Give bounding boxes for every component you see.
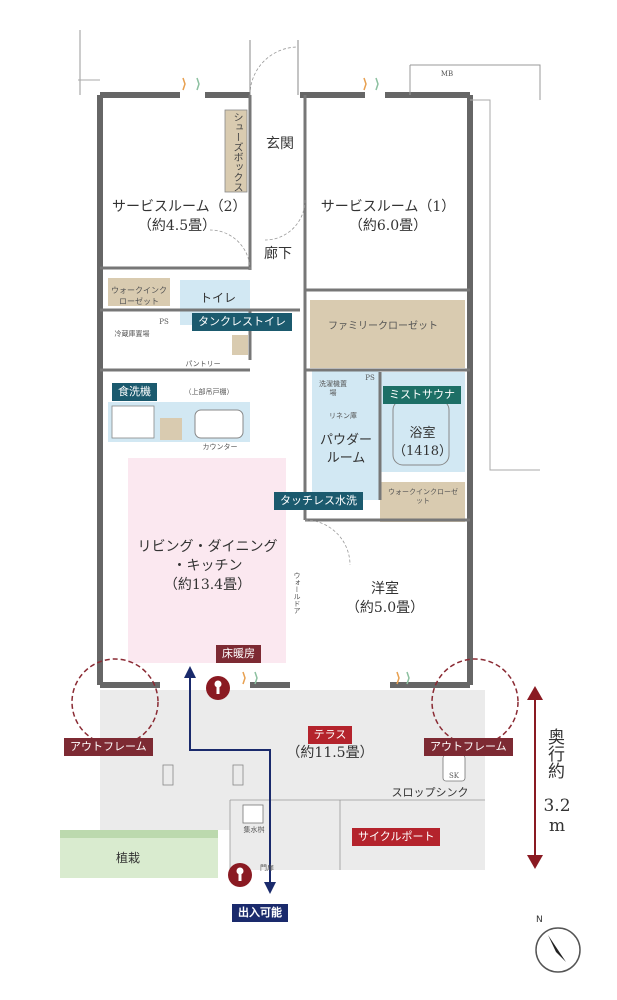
top-cabinet-label: （上部吊戸棚） [184, 388, 234, 396]
depth-label: 奥行約 [544, 728, 564, 779]
vent-marks [182, 77, 410, 685]
depth-value: 3.2 m [543, 796, 571, 836]
counter-label: カウンター [202, 443, 238, 451]
left-frame [78, 79, 540, 471]
fridge-space-label: 冷蔵庫置場 [114, 330, 150, 338]
powder-room-label: パウダー ルーム [319, 433, 372, 466]
terrace-label: テラス （約11.5畳） [286, 726, 374, 761]
mist-sauna-tag: ミストサウナ [383, 386, 461, 404]
service-room-1-label: サービスルーム（1） （約6.0畳） [320, 199, 456, 234]
entrance-label: 玄関 [266, 136, 294, 152]
ldk-label: リビング・ダイニング ・キッチン （約13.4畳） [137, 539, 278, 593]
toilet-label: トイレ [199, 291, 236, 305]
dishwasher-box [160, 418, 182, 440]
slop-sink-label: スロップシンク [391, 786, 469, 799]
depth-arrow [527, 686, 543, 869]
compass-north-label: N [536, 915, 543, 925]
bicycle-port-tag: サイクルポート [352, 828, 441, 846]
entry-arrow-down [264, 882, 276, 894]
pantry-label: パントリー [185, 360, 221, 368]
service-room-2-label: サービスルーム（2） （約4.5畳） [112, 199, 247, 234]
planting-label: 植栽 [115, 851, 140, 865]
collection-sink-box [242, 804, 264, 824]
corridor-label: 廊下 [264, 246, 292, 262]
touchless-faucet-tag: タッチレス水洗 [274, 492, 363, 510]
outframe-left-tag: アウトフレーム [64, 738, 153, 756]
cooktop [111, 405, 155, 439]
planting-edge [60, 830, 218, 838]
outframe-right-tag: アウトフレーム [424, 738, 513, 756]
ps-left-label: PS [159, 318, 169, 326]
door-swings [209, 46, 351, 566]
powder-room-area [312, 370, 380, 500]
terrace-divider [229, 799, 485, 870]
walkin-closet-left [108, 278, 170, 306]
family-closet-label: ファミリークローゼット [328, 321, 438, 332]
linen-label: リネン庫 [329, 412, 357, 420]
dishwasher-tag: 食洗機 [112, 383, 157, 401]
keyhole-marker-top [206, 676, 230, 700]
walkin-closet-right-label: ウォークインクローゼット [388, 488, 458, 506]
pantry-box [232, 335, 248, 355]
terrace-chairs [162, 764, 244, 786]
shoe-box-label: シューズボックス [231, 112, 242, 192]
washer-space-label: 洗濯機置場 [319, 380, 347, 398]
walkin-closet-left-label: ウォークインクローゼット [111, 286, 167, 306]
shoe-box [224, 109, 248, 193]
sk-label: SK [448, 772, 460, 780]
entrance-stub [249, 40, 299, 95]
western-room-label: 洋室 （約5.0畳） [345, 581, 425, 616]
entry-possible-tag: 出入可能 [232, 904, 288, 922]
top-railing [79, 30, 541, 100]
entry-path [189, 670, 271, 890]
inner-walls [100, 95, 470, 522]
kitchen-sink [194, 409, 244, 439]
tankless-toilet-tag: タンクレストイレ [192, 313, 292, 331]
mb-label: MB [440, 70, 454, 78]
collection-sink-label: 集水桝 [243, 826, 265, 834]
bathroom-label: 浴室 （1418） [392, 426, 453, 459]
wall-door-label: ウォールドア [293, 572, 301, 614]
entry-arrow-up [184, 666, 196, 678]
terrace-tag: テラス [307, 726, 353, 744]
keyhole-marker-bottom [228, 863, 252, 887]
walls [97, 92, 473, 688]
family-closet [310, 300, 465, 368]
windows [180, 92, 390, 688]
compass-icon [535, 927, 581, 973]
gate-label: 門扉 [260, 864, 274, 872]
floor-heating-tag: 床暖房 [216, 645, 261, 663]
walkin-closet-right [380, 482, 465, 522]
ldk-area [128, 458, 286, 663]
ps-right-label: PS [365, 374, 375, 382]
